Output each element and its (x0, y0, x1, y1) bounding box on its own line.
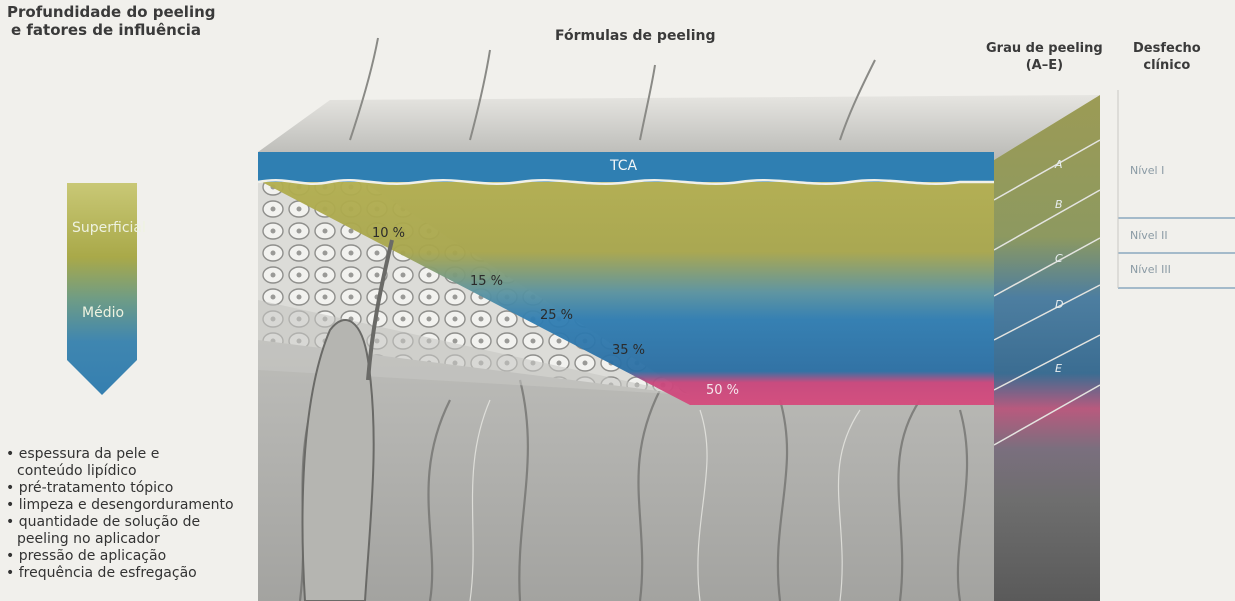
factor-item: • espessura da pele e (6, 446, 234, 463)
factor-item: • quantidade de solução de (6, 514, 234, 531)
concentration-10: 10 % (372, 226, 405, 241)
concentration-35: 35 % (612, 343, 645, 358)
concentration-50: 50 % (706, 383, 739, 398)
title-line-1: Profundidade do peeling (7, 3, 216, 21)
grade-header: Grau de peeling (A–E) (986, 40, 1103, 74)
formulas-header: Fórmulas de peeling (555, 28, 716, 45)
grade-a: A (1055, 158, 1063, 171)
factors-list: • espessura da pele e conteúdo lipídico … (6, 446, 234, 582)
factor-item: • pré-tratamento tópico (6, 480, 234, 497)
title-line-2: e fatores de influência (7, 21, 216, 39)
concentration-25: 25 % (540, 308, 573, 323)
grade-e: E (1055, 362, 1062, 375)
depth-label-medio: Médio (82, 305, 124, 321)
factor-item: • frequência de esfregação (6, 565, 234, 582)
depth-label-superficial: Superficial (72, 220, 146, 236)
factor-item: peeling no aplicador (6, 531, 234, 548)
grade-header-line-2: (A–E) (986, 57, 1103, 74)
grade-d: D (1055, 298, 1063, 311)
depth-arrow (67, 183, 137, 395)
factor-item: conteúdo lipídico (6, 463, 234, 480)
grade-b: B (1055, 198, 1063, 211)
level-3: Nível III (1130, 263, 1171, 276)
level-1: Nível I (1130, 164, 1164, 177)
factor-item: • limpeza e desengorduramento (6, 497, 234, 514)
outcome-header: Desfecho clínico (1133, 40, 1201, 74)
factor-item: • pressão de aplicação (6, 548, 234, 565)
concentration-15: 15 % (470, 274, 503, 289)
outcome-header-line-2: clínico (1133, 57, 1201, 74)
outcome-header-line-1: Desfecho (1133, 40, 1201, 57)
level-2: Nível II (1130, 229, 1168, 242)
diagram-title: Profundidade do peeling e fatores de inf… (7, 3, 216, 39)
tca-label: TCA (610, 158, 637, 174)
grade-header-line-1: Grau de peeling (986, 40, 1103, 57)
grade-c: C (1055, 252, 1063, 265)
